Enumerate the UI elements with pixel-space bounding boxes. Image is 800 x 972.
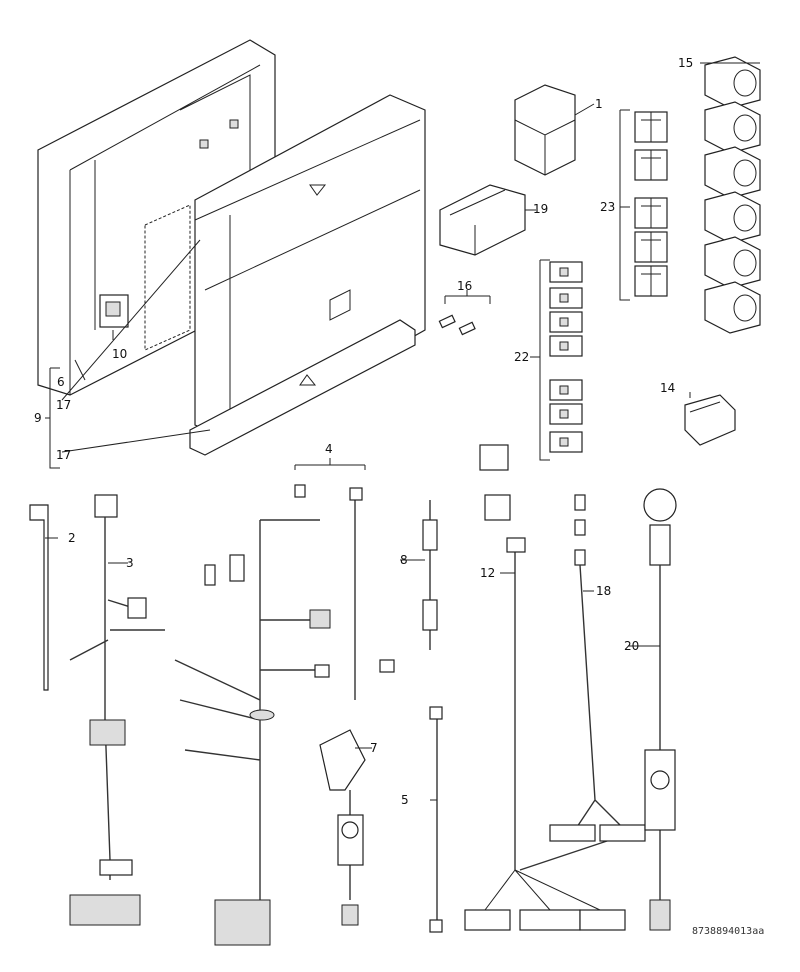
grommet-hole <box>733 249 757 277</box>
label-17-lower: 17 <box>56 448 71 462</box>
label-23: 23 <box>600 200 615 214</box>
label-19: 19 <box>533 202 548 216</box>
terminal-hole <box>559 385 569 395</box>
terminal-detail <box>641 266 661 296</box>
grommet-hole <box>733 204 757 232</box>
part-10-connector <box>99 294 129 328</box>
label-3: 3 <box>126 556 134 570</box>
part-18-harness <box>549 494 646 842</box>
label-5: 5 <box>401 793 409 807</box>
drawing-code: 8738894013aa <box>692 926 764 937</box>
label-16: 16 <box>457 279 472 293</box>
grommet-hole <box>733 294 757 322</box>
leader-lines <box>45 62 760 801</box>
label-18: 18 <box>596 584 611 598</box>
label-22: 22 <box>514 350 529 364</box>
part-2-sensor <box>29 504 49 691</box>
label-8: 8 <box>400 553 408 567</box>
label-9: 9 <box>34 411 42 425</box>
grommet <box>704 191 761 244</box>
terminal-hole <box>559 437 569 447</box>
part-4-harness <box>174 484 395 946</box>
grommet <box>704 281 761 334</box>
terminal-detail <box>641 112 661 142</box>
part-19-cover <box>439 184 526 256</box>
terminal-hole <box>559 267 569 277</box>
grommet-hole <box>733 69 757 97</box>
label-14: 14 <box>660 381 675 395</box>
part-3-harness <box>69 494 165 926</box>
terminal-hole <box>559 317 569 327</box>
label-15: 15 <box>678 56 693 70</box>
part-1-transformer <box>514 84 576 176</box>
label-1: 1 <box>595 97 603 111</box>
part-23-terminals <box>634 111 668 297</box>
part-8-cable <box>422 500 438 650</box>
part-22-terminals <box>549 261 583 453</box>
label-20: 20 <box>624 639 639 653</box>
label-6: 6 <box>57 375 65 389</box>
part-15-grommets <box>704 56 761 334</box>
label-17-upper: 17 <box>56 398 71 412</box>
grommet <box>704 56 761 109</box>
part-7-power-plug <box>319 729 366 926</box>
terminal-detail <box>641 150 661 180</box>
grommet <box>704 101 761 154</box>
terminal-hole <box>559 293 569 303</box>
control-unit <box>189 94 426 456</box>
terminal-hole <box>559 341 569 351</box>
grommet-hole <box>733 159 757 187</box>
part-14-switch <box>684 394 736 446</box>
label-12: 12 <box>480 566 495 580</box>
part-16-fuses <box>438 314 476 336</box>
part-12-harness <box>464 444 626 931</box>
grommet-hole <box>733 114 757 142</box>
grommet <box>704 236 761 289</box>
part-5-cable <box>429 706 443 933</box>
terminal-detail <box>641 232 661 262</box>
part-labels: 1 15 23 19 16 22 14 10 6 9 17 17 4 2 3 8… <box>34 56 764 937</box>
part-20-cable <box>643 488 677 931</box>
label-7: 7 <box>370 741 378 755</box>
terminal-hole <box>559 409 569 419</box>
label-10: 10 <box>112 347 127 361</box>
label-4: 4 <box>325 442 333 456</box>
grommet <box>704 146 761 199</box>
terminal-detail <box>641 198 661 228</box>
label-2: 2 <box>68 531 76 545</box>
